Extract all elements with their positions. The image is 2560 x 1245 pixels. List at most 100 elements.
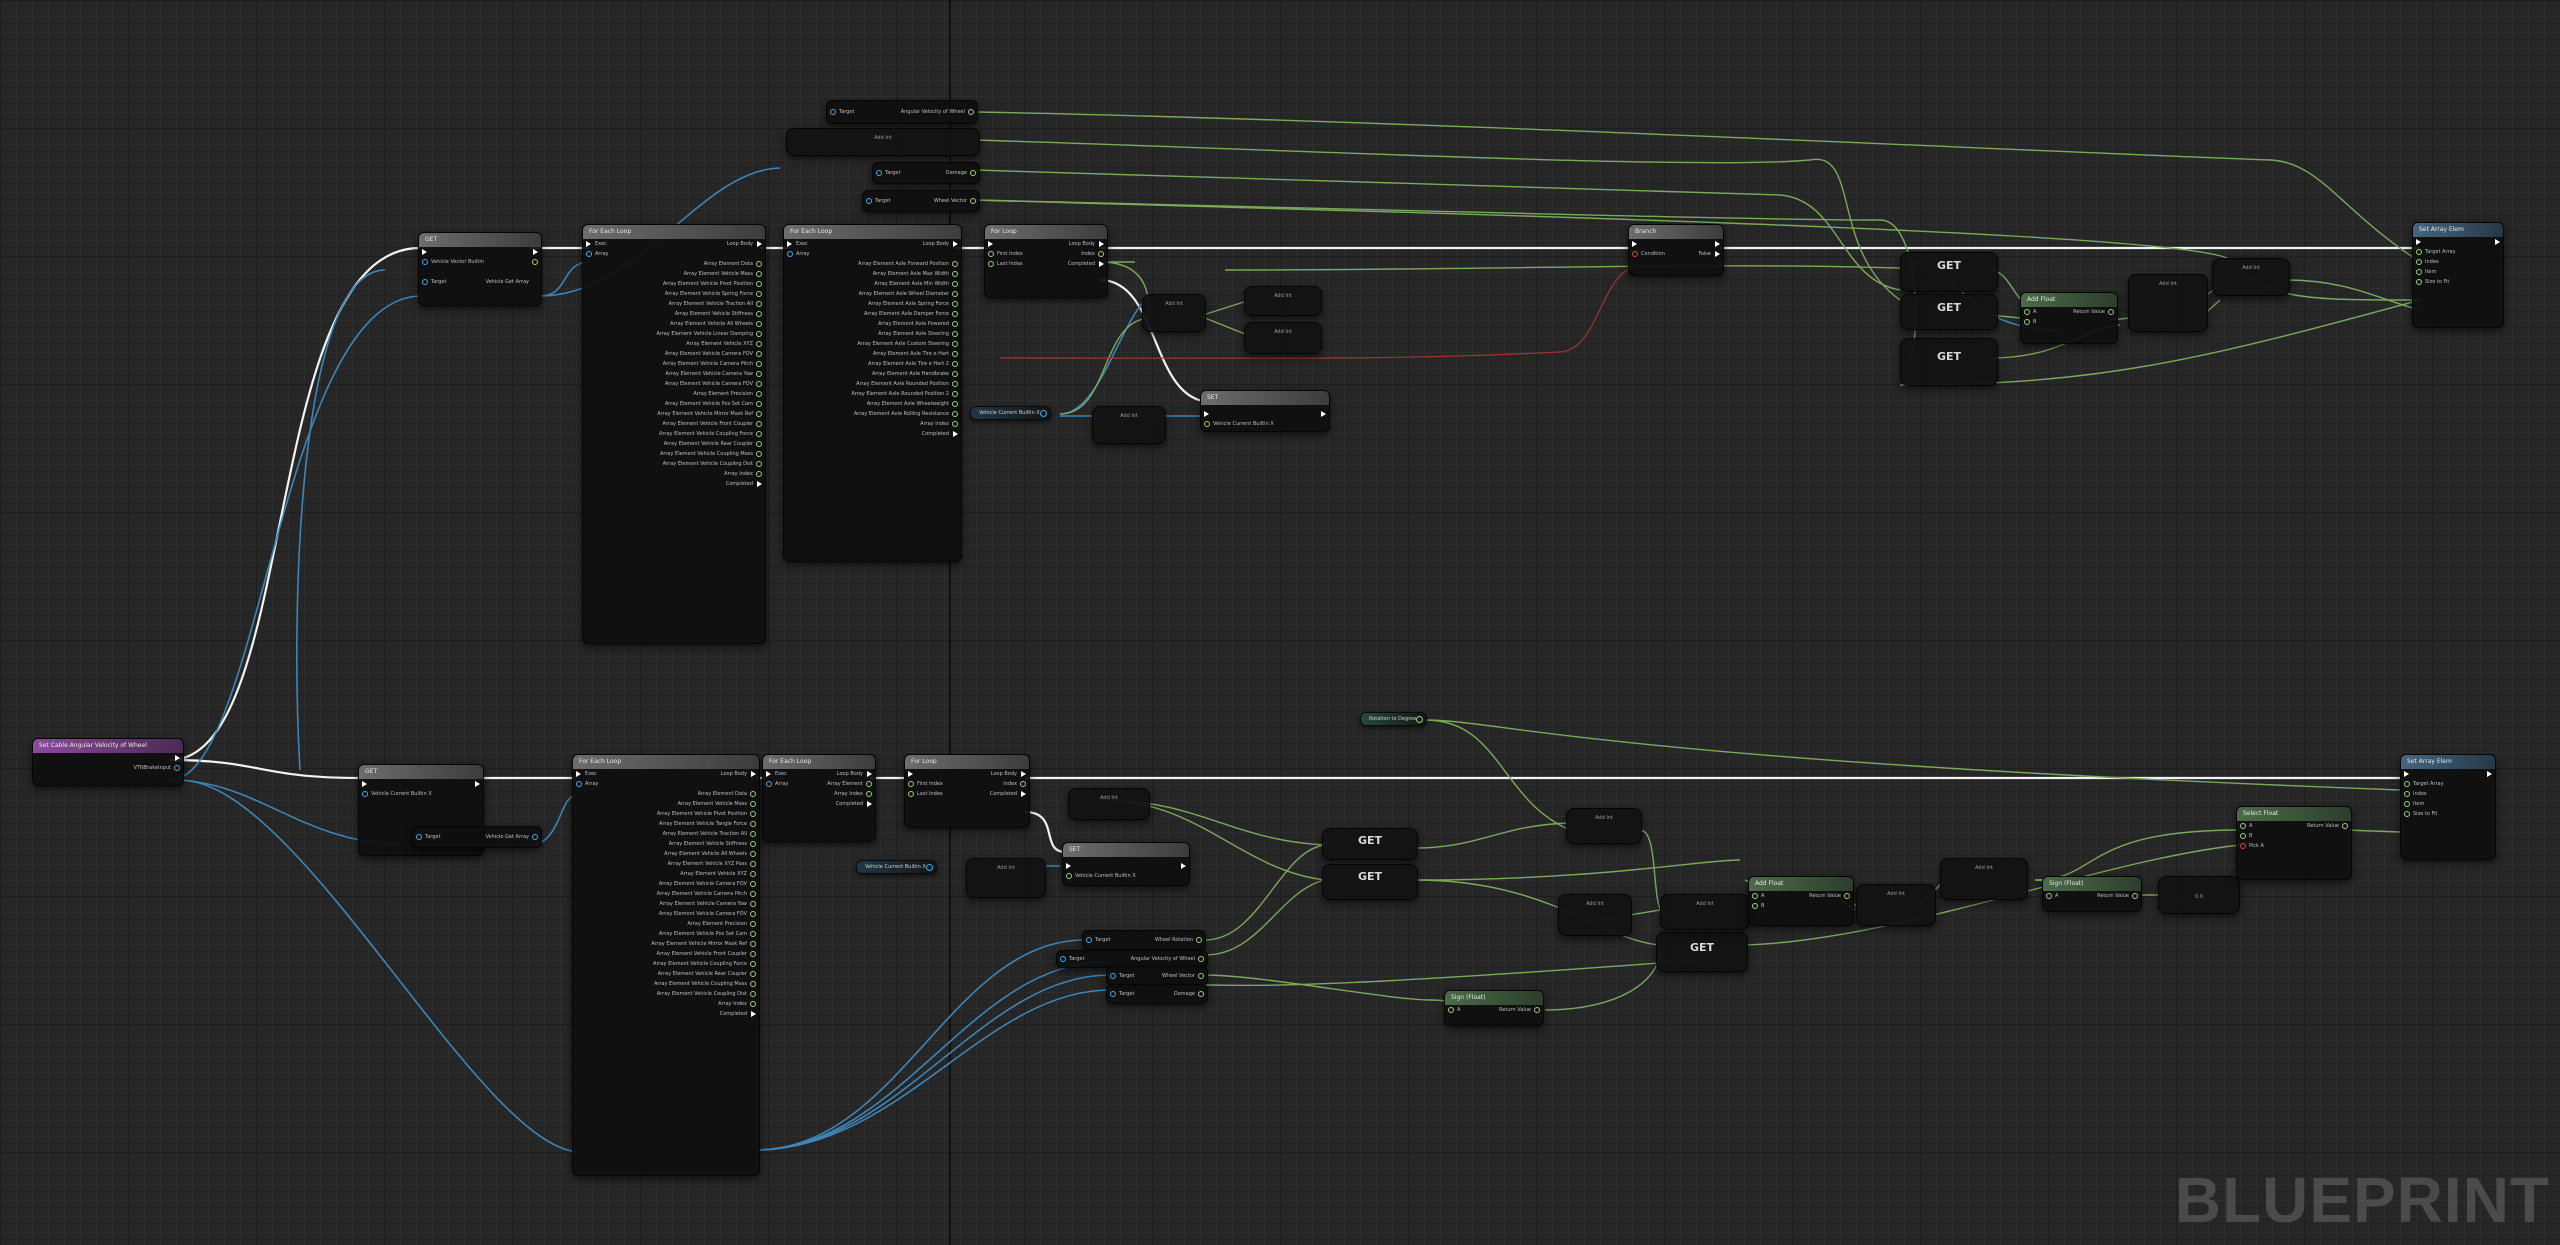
exec-pin-icon[interactable] (867, 801, 872, 807)
object-pin-icon[interactable] (1060, 956, 1066, 962)
data-pin-icon[interactable] (952, 311, 958, 317)
data-pin-icon[interactable] (756, 351, 762, 357)
data-pin-icon[interactable] (952, 281, 958, 287)
add-int-node-bottom-2[interactable]: Add Int (1068, 788, 1150, 820)
array-pin-icon[interactable] (586, 251, 592, 257)
pin-row[interactable]: Array Element Axle Tire e Hart 2 (784, 359, 961, 369)
pin-row[interactable]: Array Element Vehicle Stiffness (573, 839, 759, 849)
object-pin-icon[interactable] (830, 109, 836, 115)
data-pin-icon[interactable] (2404, 781, 2410, 787)
exec-pin-icon[interactable] (787, 241, 792, 247)
object-pin-icon[interactable] (876, 170, 882, 176)
add-int-node-bottom-1[interactable]: Add Int (966, 858, 1046, 898)
int-pin-icon[interactable] (866, 791, 872, 797)
exec-pin-icon[interactable] (953, 431, 958, 437)
pin-row[interactable]: Loop Body (905, 769, 1029, 779)
data-pin-icon[interactable] (756, 271, 762, 277)
pin-row[interactable]: Array Index (784, 419, 961, 429)
data-pin-icon[interactable] (750, 791, 756, 797)
pin-row[interactable]: Array Element Vehicle Stiffness (583, 309, 765, 319)
float-pin-icon[interactable] (1198, 973, 1204, 979)
pin-row[interactable] (1201, 409, 1329, 419)
exec-pin-icon[interactable] (751, 1011, 756, 1017)
exec-pin-icon[interactable] (2495, 239, 2500, 245)
exec-pin-icon[interactable] (867, 771, 872, 777)
int-pin-icon[interactable] (988, 251, 994, 257)
float-pin-icon[interactable] (1448, 1007, 1454, 1013)
float-pin-icon[interactable] (1844, 893, 1850, 899)
pin-row[interactable]: Array Element Vehicle Coupling Force (573, 959, 759, 969)
data-pin-icon[interactable] (2404, 801, 2410, 807)
pin-row[interactable]: Array Element Vehicle Traction All (583, 299, 765, 309)
var-vehicle-current-builtin-top[interactable]: Vehicle Current Builtin X (970, 406, 1051, 420)
exec-pin-icon[interactable] (2487, 771, 2492, 777)
pin-row[interactable] (2413, 237, 2503, 247)
float-pin-icon[interactable] (1198, 991, 1204, 997)
float-pin-icon[interactable] (1752, 893, 1758, 899)
data-pin-icon[interactable] (750, 921, 756, 927)
pin-row[interactable]: Array (784, 249, 961, 259)
pin-row[interactable]: Array Element Vehicle Coupling Mass (573, 979, 759, 989)
add-int-node-bottom-3[interactable]: Add Int (1566, 808, 1642, 844)
pin-row[interactable]: Pick A (2237, 841, 2351, 851)
object-pin-icon[interactable] (1086, 937, 1092, 943)
data-pin-icon[interactable] (756, 261, 762, 267)
exec-pin-icon[interactable] (1021, 791, 1026, 797)
object-pin-icon[interactable] (422, 259, 428, 265)
data-pin-icon[interactable] (952, 411, 958, 417)
float-pin-icon[interactable] (1534, 1007, 1540, 1013)
pin-row[interactable]: Array Element Axle Spring Force (784, 299, 961, 309)
array-pin-icon[interactable] (576, 781, 582, 787)
exec-pin-icon[interactable] (757, 241, 762, 247)
pin-row[interactable]: Array Element Axle Max Width (784, 269, 961, 279)
pin-row[interactable]: Array Element Vehicle Camera FOV (583, 379, 765, 389)
data-pin-icon[interactable] (750, 961, 756, 967)
exec-pin-icon[interactable] (1021, 771, 1026, 777)
pin-row[interactable]: Array Element Vehicle Spring Force (583, 289, 765, 299)
float-pin-icon[interactable] (970, 170, 976, 176)
pin-row[interactable]: Array Element Axle Handbrake (784, 369, 961, 379)
pin-row[interactable]: Target Array (2401, 779, 2495, 789)
data-pin-icon[interactable] (952, 301, 958, 307)
data-pin-icon[interactable] (750, 931, 756, 937)
pin-exec-in[interactable] (419, 247, 541, 257)
pin-row[interactable]: Array Element Vehicle Camera FOV (573, 879, 759, 889)
exec-pin-icon[interactable] (586, 241, 591, 247)
exec-pin-icon[interactable] (1715, 251, 1720, 257)
float-pin-icon[interactable] (1196, 937, 1202, 943)
data-pin-icon[interactable] (756, 281, 762, 287)
float-pin-icon[interactable] (1198, 956, 1204, 962)
pin-row[interactable]: Array Element Vehicle Coupling Dist (583, 459, 765, 469)
array-pin-icon[interactable] (766, 781, 772, 787)
data-pin-icon[interactable] (2416, 259, 2422, 265)
set-node-top-mid[interactable]: SET Vehicle Current Builtin X (1200, 390, 1330, 432)
var-vehicle-current-builtin-bottom[interactable]: Vehicle Current Builtin X (856, 860, 937, 874)
pin-row[interactable]: B (1749, 901, 1853, 911)
exec-pin-icon[interactable] (751, 771, 756, 777)
data-pin-icon[interactable] (756, 381, 762, 387)
exec-pin-icon[interactable] (1181, 863, 1186, 869)
pin-row[interactable]: Item (2401, 799, 2495, 809)
pin-row[interactable]: B (2021, 317, 2117, 327)
pin-row[interactable]: Array Element Vehicle XYZ Pass (573, 859, 759, 869)
data-pin-icon[interactable] (750, 981, 756, 987)
int-pin-icon[interactable] (1020, 781, 1026, 787)
data-pin-icon[interactable] (750, 901, 756, 907)
data-pin-icon[interactable] (952, 341, 958, 347)
data-pin-icon[interactable] (952, 391, 958, 397)
pin-row[interactable] (359, 779, 483, 789)
pin-row[interactable]: Array Element Axle Min Width (784, 279, 961, 289)
pin-row[interactable]: Array Element Axle Custom Steering (784, 339, 961, 349)
